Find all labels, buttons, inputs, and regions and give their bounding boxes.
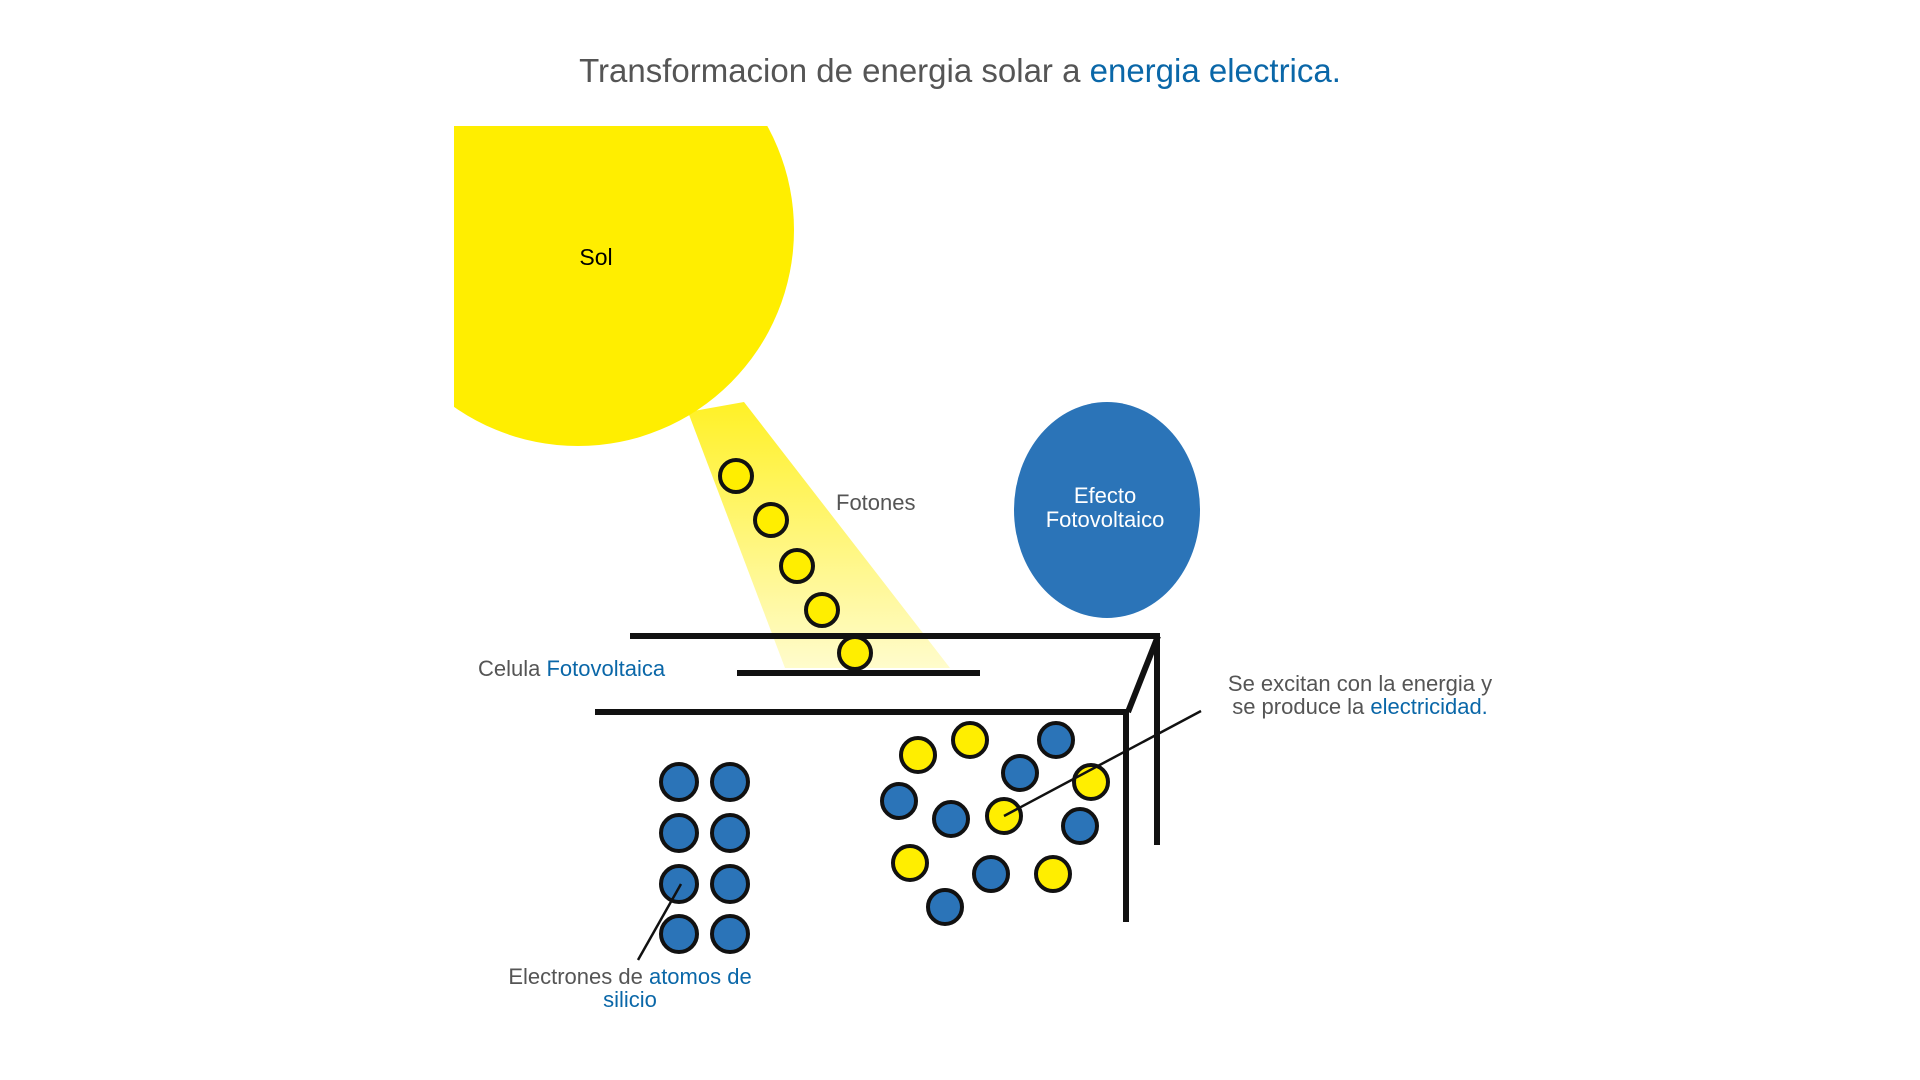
excitan-label-line-2: se produce la electricidad. [1200,695,1520,718]
silicon-electron-grid [659,762,750,954]
electron [880,782,918,820]
excited-electron-cluster [880,721,1110,926]
light-beam [688,402,950,668]
electron [932,800,970,838]
excitan-electricidad-label: Se excitan con la energia y se produce l… [1200,672,1520,718]
electrones-label-part-2: atomos de [648,964,752,989]
page-title: Transformacion de energia solar a energi… [0,50,1920,92]
efecto-fotovoltaico-label: Efecto Fotovoltaico [1010,484,1200,532]
efecto-label-line-1: Efecto [1073,483,1137,508]
electron [710,813,750,853]
sun [454,126,794,446]
celula-label-part-1: Celula [478,656,547,681]
photon-stream [718,458,873,671]
electron [659,813,699,853]
excited-electron [951,721,989,759]
celula-label-part-2: Fotovoltaica [546,656,666,681]
fotones-label: Fotones [836,490,916,515]
photon [779,548,815,584]
electron [710,762,750,802]
excitan-label-line-2-part-2: electricidad. [1370,694,1488,719]
electron [659,914,699,954]
excited-electron [891,844,929,882]
celula-fotovoltaica-label: Celula Fotovoltaica [478,656,665,682]
photon [753,502,789,538]
electron [710,864,750,904]
electrones-silicio-label: Electrones de atomos de silicio [480,965,780,1011]
electron [659,864,699,904]
efecto-fotovoltaico-bubble [1014,402,1200,618]
excitan-pointer-line [1003,709,1202,818]
electron [1037,721,1075,759]
excitan-label-line-2-part-1: se produce la [1232,694,1371,719]
photovoltaic-cell [595,633,1161,922]
electron [972,855,1010,893]
electron [1061,807,1099,845]
electrones-label-line-2: silicio [603,987,657,1012]
sun-label: Sol [579,244,613,270]
electron [926,888,964,926]
photon [837,635,873,671]
electrones-label-part-1: Electrones de [508,964,649,989]
photon [804,592,840,628]
excitan-label-line-1: Se excitan con la energia y [1227,671,1493,696]
electron [710,914,750,954]
cell-diagonal-edge [1125,634,1161,714]
photon [718,458,754,494]
title-part-1: Transformacion de energia solar a [579,52,1090,89]
electron [659,762,699,802]
efecto-label-line-2: Fotovoltaico [1045,507,1165,532]
title-part-2: energia electrica. [1089,52,1341,89]
electron [1001,754,1039,792]
electrones-label-line-1: Electrones de atomos de [480,965,780,988]
excited-electron [1034,855,1072,893]
electrones-pointer-line [636,883,683,961]
excited-electron [899,736,937,774]
